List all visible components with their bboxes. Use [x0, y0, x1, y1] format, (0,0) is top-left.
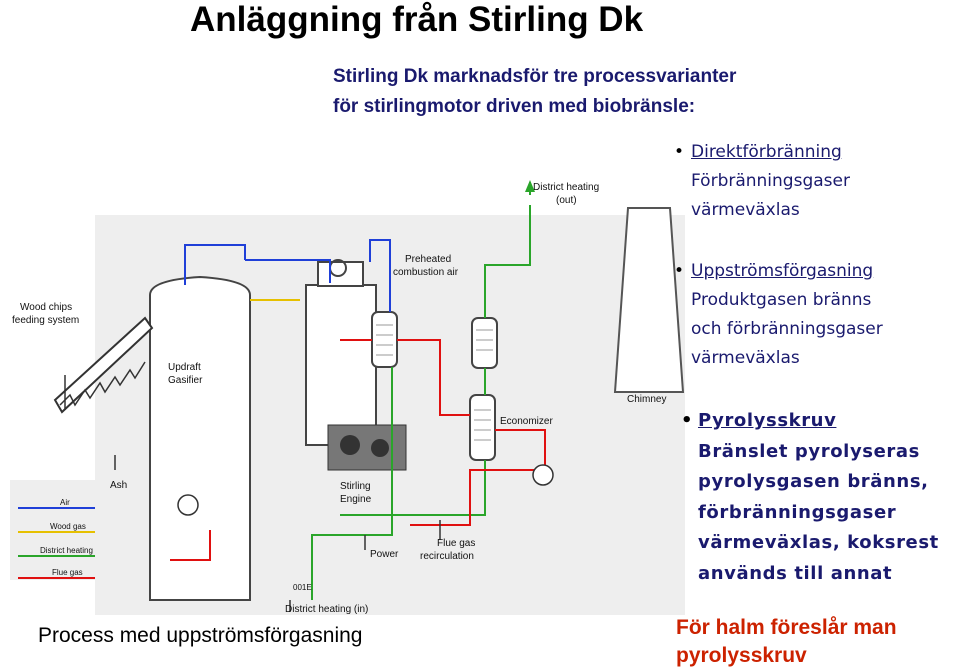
legend-label: Flue gas [52, 568, 83, 577]
option-line: Förbränningsgaser [691, 171, 850, 191]
label-stirling-sub: Engine [340, 494, 372, 505]
flue-gas-line [170, 339, 546, 561]
note-line: För halm föreslår man [676, 616, 897, 639]
label-preheated-air: Preheated [405, 254, 451, 265]
subtitle-line: Stirling Dk marknadsför tre processvaria… [333, 66, 737, 87]
feeding-screw [53, 316, 154, 414]
label-chimney: Chimney [627, 394, 666, 405]
legend-background [10, 480, 110, 580]
option-heading: Pyrolysskruv [698, 406, 939, 437]
label-wood-chips: Wood chips [20, 302, 72, 313]
label-flue-recirc: Flue gas [437, 538, 475, 549]
chimney [613, 207, 685, 393]
option-line: värmeväxlas [691, 200, 800, 220]
option-line: Bränslet pyrolyseras [698, 440, 920, 462]
label-wood-chips-sub: feeding system [12, 315, 79, 326]
label-ash: Ash [110, 480, 127, 491]
page-title: Anläggning från Stirling Dk [190, 0, 644, 39]
diagram-labels: District heating (out) Preheated combust… [12, 182, 666, 615]
label-preheated-air-sub: combustion air [393, 267, 459, 278]
diagram-caption: Process med uppströmsförgasning [38, 624, 363, 647]
label-gasifier-sub: Gasifier [168, 375, 203, 386]
district-heating-line [340, 182, 531, 516]
option-line: och förbränningsgaser [691, 319, 883, 339]
air-line [184, 239, 391, 312]
option-line: pyrolysgasen bränns, [698, 471, 929, 492]
option-line: används till annat [698, 562, 893, 584]
legend: Air Wood gas District heating Flue gas [18, 498, 95, 579]
option-line: förbränningsgaser [698, 501, 897, 523]
label-stirling: Stirling [340, 481, 371, 492]
straw-note: För halm föreslår man pyrolysskruv [676, 614, 897, 670]
option-line: Produktgasen bränns [691, 290, 872, 310]
gasifier [149, 275, 251, 601]
subtitle-line: för stirlingmotor driven med biobränsle: [333, 96, 696, 117]
legend-label: Wood gas [50, 522, 86, 531]
label-tag: 001E [293, 583, 312, 592]
label-power: Power [370, 549, 399, 560]
label-gasifier: Updraft [168, 362, 201, 373]
pump-icon [177, 464, 554, 516]
option-line: värmeväxlas, koksrest [698, 532, 939, 553]
label-district-heating-out: District heating [533, 182, 599, 193]
label-economizer: Economizer [500, 416, 553, 427]
legend-label: District heating [40, 546, 93, 555]
district-heating-arrow [525, 180, 535, 192]
option-pyrolysis-screw: Pyrolysskruv Bränslet pyrolyseras pyroly… [698, 406, 939, 589]
label-flue-recirc-sub: recirculation [420, 551, 474, 562]
option-direct-combustion: Direktförbränning Förbränningsgaser värm… [691, 138, 850, 225]
note-line: pyrolysskruv [676, 644, 807, 667]
label-district-heating-in: District heating (in) [285, 604, 368, 615]
option-heading: Uppströmsförgasning [691, 257, 883, 286]
label-district-heating-out-sub: (out) [556, 195, 577, 206]
option-updraft-gasification: Uppströmsförgasning Produktgasen bränns … [691, 257, 883, 373]
subtitle: Stirling Dk marknadsför tre processvaria… [333, 62, 736, 122]
option-line: värmeväxlas [691, 348, 800, 368]
option-heading: Direktförbränning [691, 138, 850, 167]
legend-label: Air [60, 498, 70, 507]
